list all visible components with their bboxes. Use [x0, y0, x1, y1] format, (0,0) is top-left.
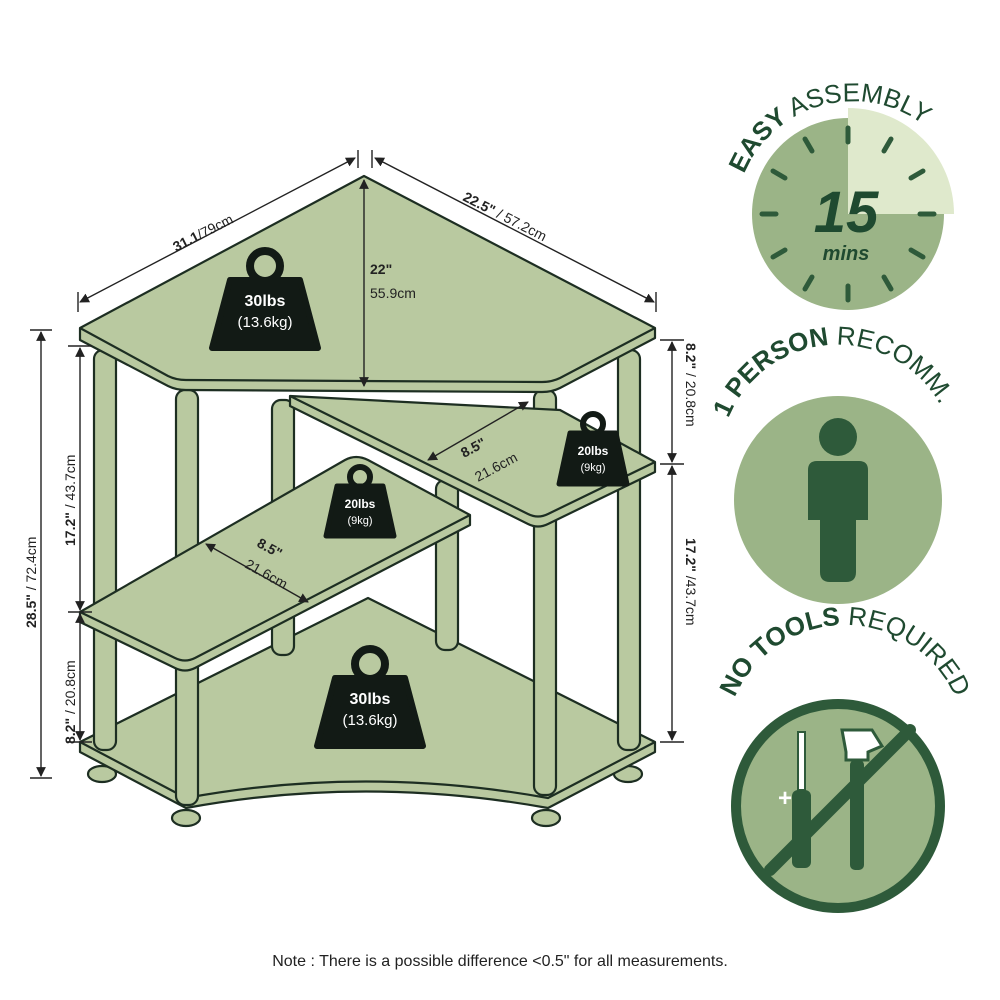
weight-badge-top: 30lbs (13.6kg) [209, 247, 321, 351]
left-mid-height-label: 17.2" / 43.7cm [62, 455, 78, 546]
no-tools-title: NO TOOLS REQUIRED [713, 601, 977, 701]
weight-badge-middle-small: 20lbs (9kg) [323, 464, 397, 539]
weight-upper-kg: (9kg) [580, 462, 605, 474]
weight-middle-lbs: 20lbs [345, 497, 376, 511]
weight-badge-upper-small: 20lbs (9kg) [556, 411, 630, 487]
assembly-minutes-unit: mins [823, 243, 870, 265]
post [616, 348, 642, 752]
foot [530, 808, 562, 828]
left-width-label: 31.1/79cm [170, 211, 236, 255]
depth-cm-label: 55.9cm [370, 285, 416, 301]
no-tools-badge: NO TOOLS REQUIRED + [713, 601, 977, 913]
one-person-badge: 1 PERSON RECOMM. [706, 320, 961, 604]
foot [86, 764, 118, 784]
weight-bottom-kg: (13.6kg) [342, 712, 397, 729]
weight-top-lbs: 30lbs [245, 293, 286, 310]
total-height-label: 28.5" / 72.4cm [23, 537, 39, 628]
person-icon [734, 396, 942, 604]
weight-top-kg: (13.6kg) [237, 314, 292, 331]
weight-middle-kg: (9kg) [347, 515, 372, 527]
easy-assembly-badge: EASY ASSEMBLY 15 mins [722, 77, 954, 310]
post [92, 348, 118, 752]
top-gap-label: 8.2" / 20.8cm [683, 343, 699, 427]
depth-label: 22" [370, 261, 392, 277]
assembly-minutes-number: 15 [814, 180, 879, 245]
measurement-note: Note : There is a possible difference <0… [272, 953, 728, 970]
bottom-gap-label: 8.2" / 20.8cm [62, 660, 78, 744]
top-shelf [78, 174, 657, 394]
foot [170, 808, 202, 828]
right-mid-height-label: 17.2" /43.7cm [683, 538, 699, 626]
weight-bottom-lbs: 30lbs [350, 691, 391, 708]
clock-icon: 15 mins [752, 108, 954, 310]
dimension-lines [30, 150, 684, 779]
weight-upper-lbs: 20lbs [578, 444, 609, 458]
no-tools-icon: + [731, 699, 945, 913]
weight-badge-bottom: 30lbs (13.6kg) [314, 645, 426, 749]
plus-icon: + [778, 785, 792, 812]
upper-shelf [288, 394, 657, 528]
